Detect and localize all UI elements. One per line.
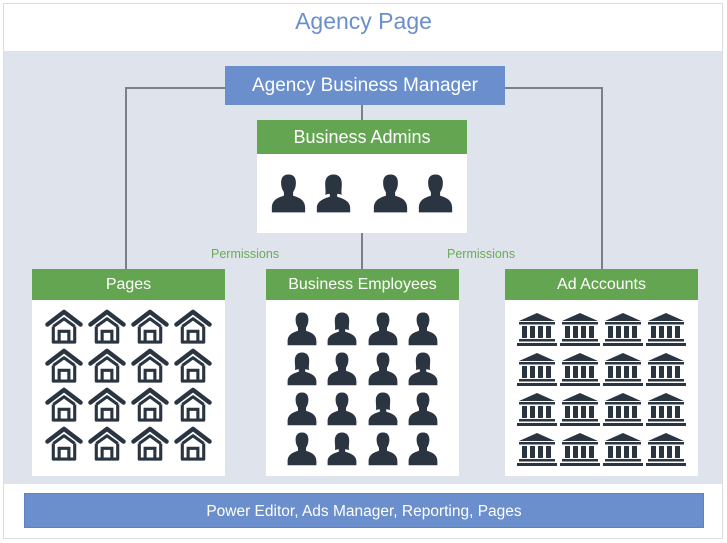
person-icon bbox=[407, 390, 439, 427]
pages-header: Pages bbox=[32, 269, 225, 300]
page-title: Agency Page bbox=[295, 8, 432, 34]
employees-icon-grid bbox=[266, 300, 459, 467]
person-icon bbox=[286, 310, 318, 347]
house-icon bbox=[87, 386, 127, 423]
bank-icon bbox=[516, 311, 557, 347]
bank-icon bbox=[516, 391, 557, 427]
person-icon bbox=[326, 390, 358, 427]
bank-icon bbox=[646, 431, 687, 467]
person-icon bbox=[286, 390, 318, 427]
person-icon bbox=[326, 310, 358, 347]
bank-icon bbox=[603, 431, 644, 467]
person-icon bbox=[326, 350, 358, 387]
permissions-label-left: Permissions bbox=[211, 247, 280, 261]
business-employees-header: Business Employees bbox=[266, 269, 459, 300]
connector-left-vertical bbox=[125, 87, 127, 269]
business-admins-icons bbox=[257, 154, 467, 215]
agency-business-manager-node: Agency Business Manager bbox=[225, 66, 505, 105]
connector-right-vertical bbox=[601, 87, 603, 269]
person-icon bbox=[315, 171, 352, 215]
person-icon bbox=[367, 430, 399, 467]
person-icon bbox=[407, 310, 439, 347]
house-icon bbox=[173, 347, 213, 384]
bank-icon bbox=[516, 431, 557, 467]
ad-accounts-icon-grid bbox=[505, 300, 698, 467]
bank-icon bbox=[559, 351, 600, 387]
connector-center-bottom bbox=[361, 233, 363, 269]
house-icon bbox=[130, 386, 170, 423]
person-icon bbox=[286, 430, 318, 467]
person-icon bbox=[417, 171, 454, 215]
bank-icon bbox=[603, 351, 644, 387]
person-icon bbox=[286, 350, 318, 387]
house-icon bbox=[87, 308, 127, 345]
house-icon bbox=[87, 425, 127, 462]
bank-icon bbox=[559, 431, 600, 467]
ad-accounts-box: Ad Accounts bbox=[505, 269, 698, 476]
house-icon bbox=[44, 425, 84, 462]
bank-icon bbox=[603, 391, 644, 427]
house-icon bbox=[87, 347, 127, 384]
house-icon bbox=[130, 347, 170, 384]
connector-center-top bbox=[361, 105, 363, 121]
person-icon bbox=[372, 171, 409, 215]
bank-icon bbox=[646, 311, 687, 347]
house-icon bbox=[173, 308, 213, 345]
tools-bar: Power Editor, Ads Manager, Reporting, Pa… bbox=[24, 493, 704, 528]
person-icon bbox=[326, 430, 358, 467]
connector-left-horizontal bbox=[125, 87, 225, 89]
person-icon bbox=[270, 171, 307, 215]
business-admins-box: Business Admins bbox=[257, 120, 467, 233]
pages-icon-grid bbox=[32, 300, 225, 462]
ad-accounts-header: Ad Accounts bbox=[505, 269, 698, 300]
bank-icon bbox=[559, 391, 600, 427]
house-icon bbox=[44, 386, 84, 423]
bank-icon bbox=[559, 311, 600, 347]
person-icon bbox=[367, 350, 399, 387]
business-admins-header: Business Admins bbox=[257, 120, 467, 154]
bank-icon bbox=[603, 311, 644, 347]
house-icon bbox=[130, 308, 170, 345]
house-icon bbox=[173, 386, 213, 423]
person-icon bbox=[407, 350, 439, 387]
house-icon bbox=[44, 347, 84, 384]
bank-icon bbox=[646, 351, 687, 387]
business-employees-box: Business Employees bbox=[266, 269, 459, 476]
connector-right-horizontal bbox=[505, 87, 602, 89]
house-icon bbox=[130, 425, 170, 462]
house-icon bbox=[173, 425, 213, 462]
person-icon bbox=[367, 310, 399, 347]
person-icon bbox=[367, 390, 399, 427]
person-icon bbox=[407, 430, 439, 467]
permissions-label-right: Permissions bbox=[447, 247, 516, 261]
bank-icon bbox=[646, 391, 687, 427]
pages-box: Pages bbox=[32, 269, 225, 476]
house-icon bbox=[44, 308, 84, 345]
bank-icon bbox=[516, 351, 557, 387]
